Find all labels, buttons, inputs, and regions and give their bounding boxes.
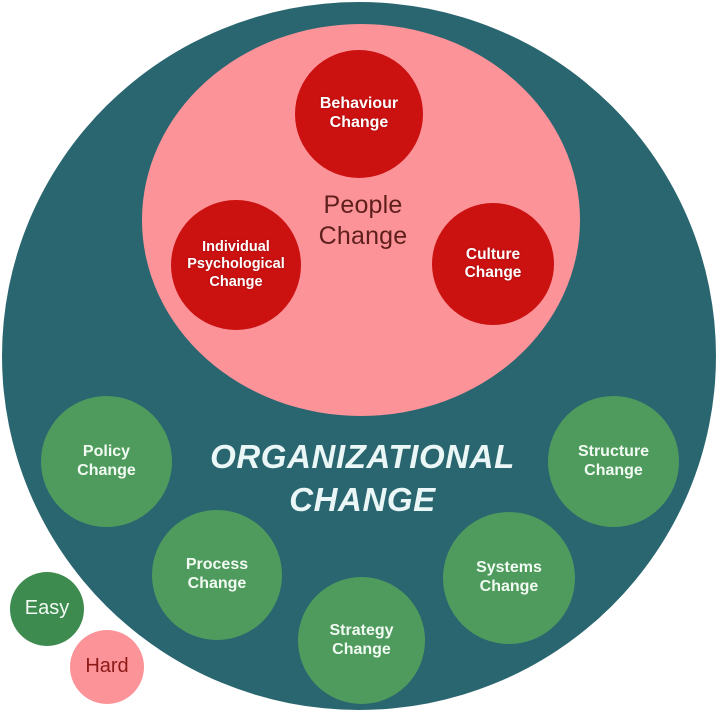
legend-hard-swatch: Hard	[70, 630, 144, 704]
people-change-title: People Change	[318, 191, 408, 250]
organizational-change-title: ORGANIZATIONAL CHANGE	[210, 438, 515, 518]
legend-easy-swatch: Easy	[10, 572, 84, 646]
